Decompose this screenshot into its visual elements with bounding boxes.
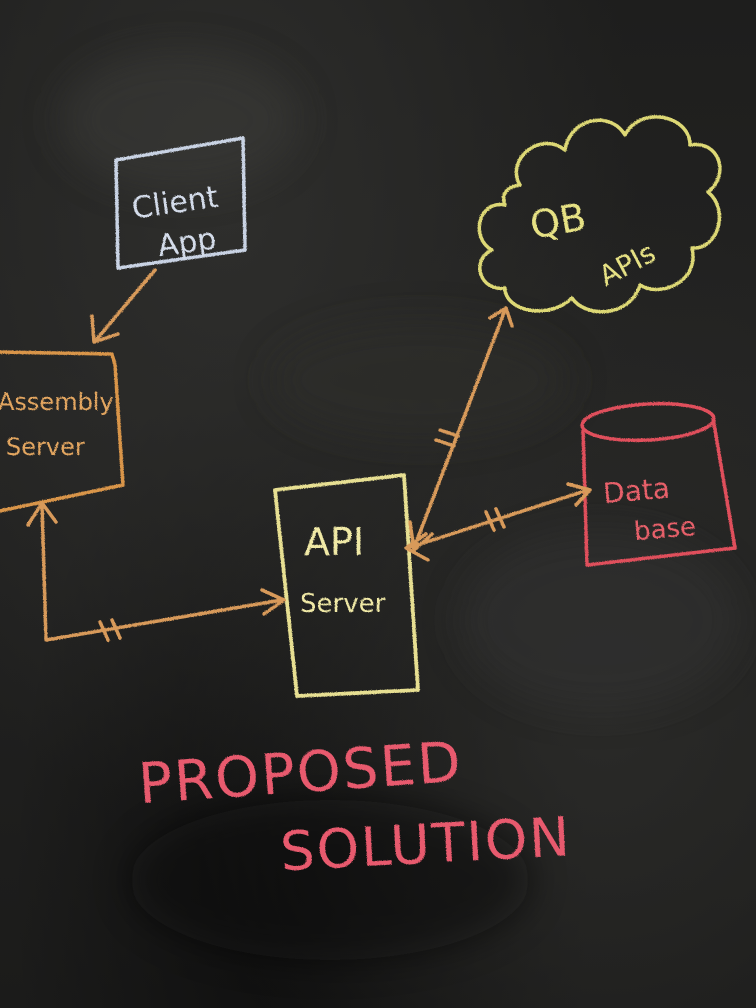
client-app-node: Client App xyxy=(114,136,247,270)
caption-line1: PROPOSED xyxy=(136,730,464,817)
api-server-node: API Server xyxy=(273,473,420,698)
api-server-label-line1: API xyxy=(304,520,364,564)
client-app-label-line1: Client xyxy=(130,180,221,227)
assembly-server-label-line2: Server xyxy=(6,433,85,461)
database-node: Data base xyxy=(580,401,737,567)
caption-line2: SOLUTION xyxy=(279,805,573,883)
database-top-ellipse xyxy=(580,401,716,443)
qb-apis-cloud xyxy=(477,115,722,314)
arrow-api-to-qb xyxy=(408,306,514,552)
arrow-assembly-to-api xyxy=(26,501,286,642)
arrow-api-to-database xyxy=(404,482,592,562)
api-server-label-line2: Server xyxy=(300,589,386,619)
qb-apis-node: QB APIs xyxy=(477,115,722,314)
client-app-label-line2: App xyxy=(156,221,219,264)
connection-arrows xyxy=(26,268,592,642)
api-server-box xyxy=(273,473,420,698)
qb-apis-label-line1: QB xyxy=(527,195,590,248)
qb-apis-label-line2: APIs xyxy=(593,236,660,293)
assembly-server-node: Assembly Server xyxy=(0,350,125,513)
assembly-server-box xyxy=(0,350,125,513)
board-smudges xyxy=(60,50,740,960)
database-label-line2: base xyxy=(633,512,697,547)
client-app-box xyxy=(114,136,247,270)
assembly-server-label-line1: Assembly xyxy=(0,388,114,416)
database-label-line1: Data xyxy=(602,471,671,510)
arrow-client-to-assembly xyxy=(90,268,157,344)
